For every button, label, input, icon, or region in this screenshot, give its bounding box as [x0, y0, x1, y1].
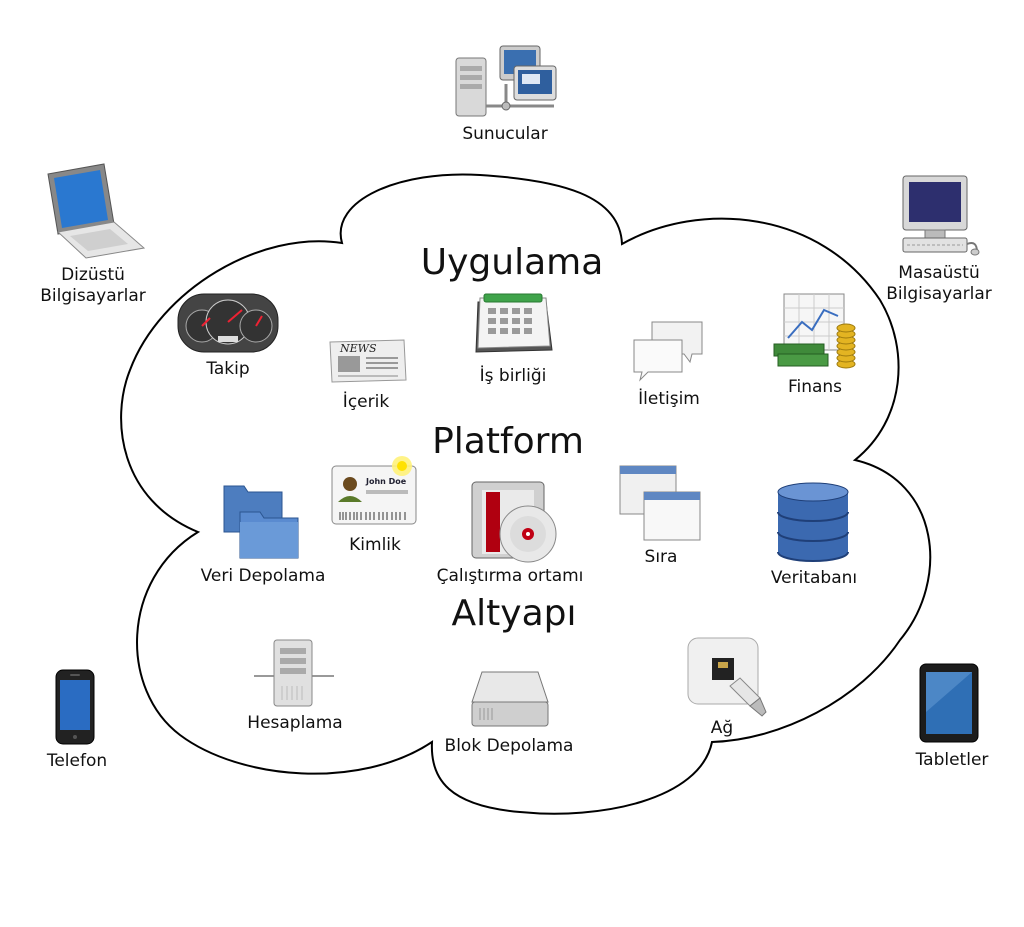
queue-windows-icon — [618, 464, 704, 544]
client-label-masaustu: Masaüstü Bilgisayarlar — [886, 263, 992, 304]
application-label-icerik: İçerik — [342, 392, 390, 412]
platform-label-veritabani: Veritabanı — [770, 568, 858, 588]
tablet-icon — [918, 662, 982, 746]
server-tower-icon — [254, 638, 334, 708]
application-label-finans: Finans — [787, 377, 843, 397]
finance-chart-money-icon — [772, 292, 862, 374]
laptop-icon — [44, 162, 148, 260]
platform-heading: Platform — [432, 421, 584, 462]
platform-label-veri-depolama: Veri Depolama — [200, 566, 326, 586]
client-label-dizustu: Dizüstü Bilgisayarlar — [40, 265, 146, 306]
id-card-name: John Doe — [365, 477, 407, 486]
chat-bubbles-icon — [630, 318, 706, 384]
infrastructure-label-hesaplama: Hesaplama — [247, 713, 343, 733]
network-port-icon — [686, 636, 770, 720]
newspaper-masthead: NEWS — [339, 342, 377, 355]
infrastructure-label-ag: Ağ — [710, 718, 734, 738]
id-card-icon: John Doe — [330, 454, 420, 526]
folders-icon — [222, 480, 302, 560]
application-label-isbirligi: İş birliği — [479, 366, 547, 386]
client-label-sunucular: Sunucular — [462, 124, 548, 144]
newspaper-icon: NEWS — [328, 336, 408, 386]
desktop-computer-icon — [899, 174, 981, 258]
application-label-iletisim: İletişim — [638, 389, 700, 409]
platform-label-kimlik: Kimlik — [349, 535, 401, 555]
application-label-takip: Takip — [206, 359, 250, 379]
application-heading: Uygulama — [420, 242, 604, 283]
platform-label-calistirma: Çalıştırma ortamı — [436, 566, 584, 586]
hard-drive-icon — [470, 668, 550, 730]
servers-icon — [454, 44, 558, 118]
calendar-icon — [474, 292, 554, 360]
client-label-telefon: Telefon — [46, 751, 108, 771]
speedometer-icon — [176, 292, 280, 354]
smartphone-icon — [54, 668, 98, 748]
database-icon — [774, 482, 852, 562]
infrastructure-heading: Altyapı — [451, 593, 577, 634]
infrastructure-label-blok-depolama: Blok Depolama — [444, 736, 574, 756]
runtime-disc-icon — [468, 478, 560, 564]
client-label-tabletler: Tabletler — [915, 750, 989, 770]
platform-label-sira: Sıra — [644, 547, 678, 567]
